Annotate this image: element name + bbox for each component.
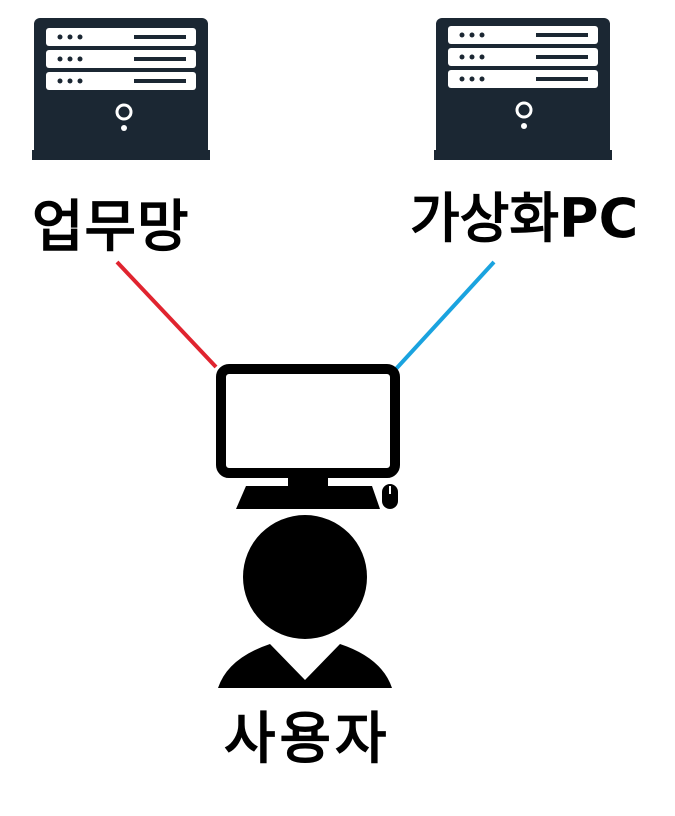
server-icon [434,18,612,160]
user-icon [218,515,392,688]
work-network-label: 업무망 [32,195,190,260]
server-icon [32,18,210,160]
link-line-work-network [115,260,218,369]
desktop-computer-icon [216,364,400,509]
virtual-pc-label: 가상화PC [410,187,639,250]
link-line-virtual-pc [393,260,496,372]
user-label: 사용자 [224,707,391,772]
